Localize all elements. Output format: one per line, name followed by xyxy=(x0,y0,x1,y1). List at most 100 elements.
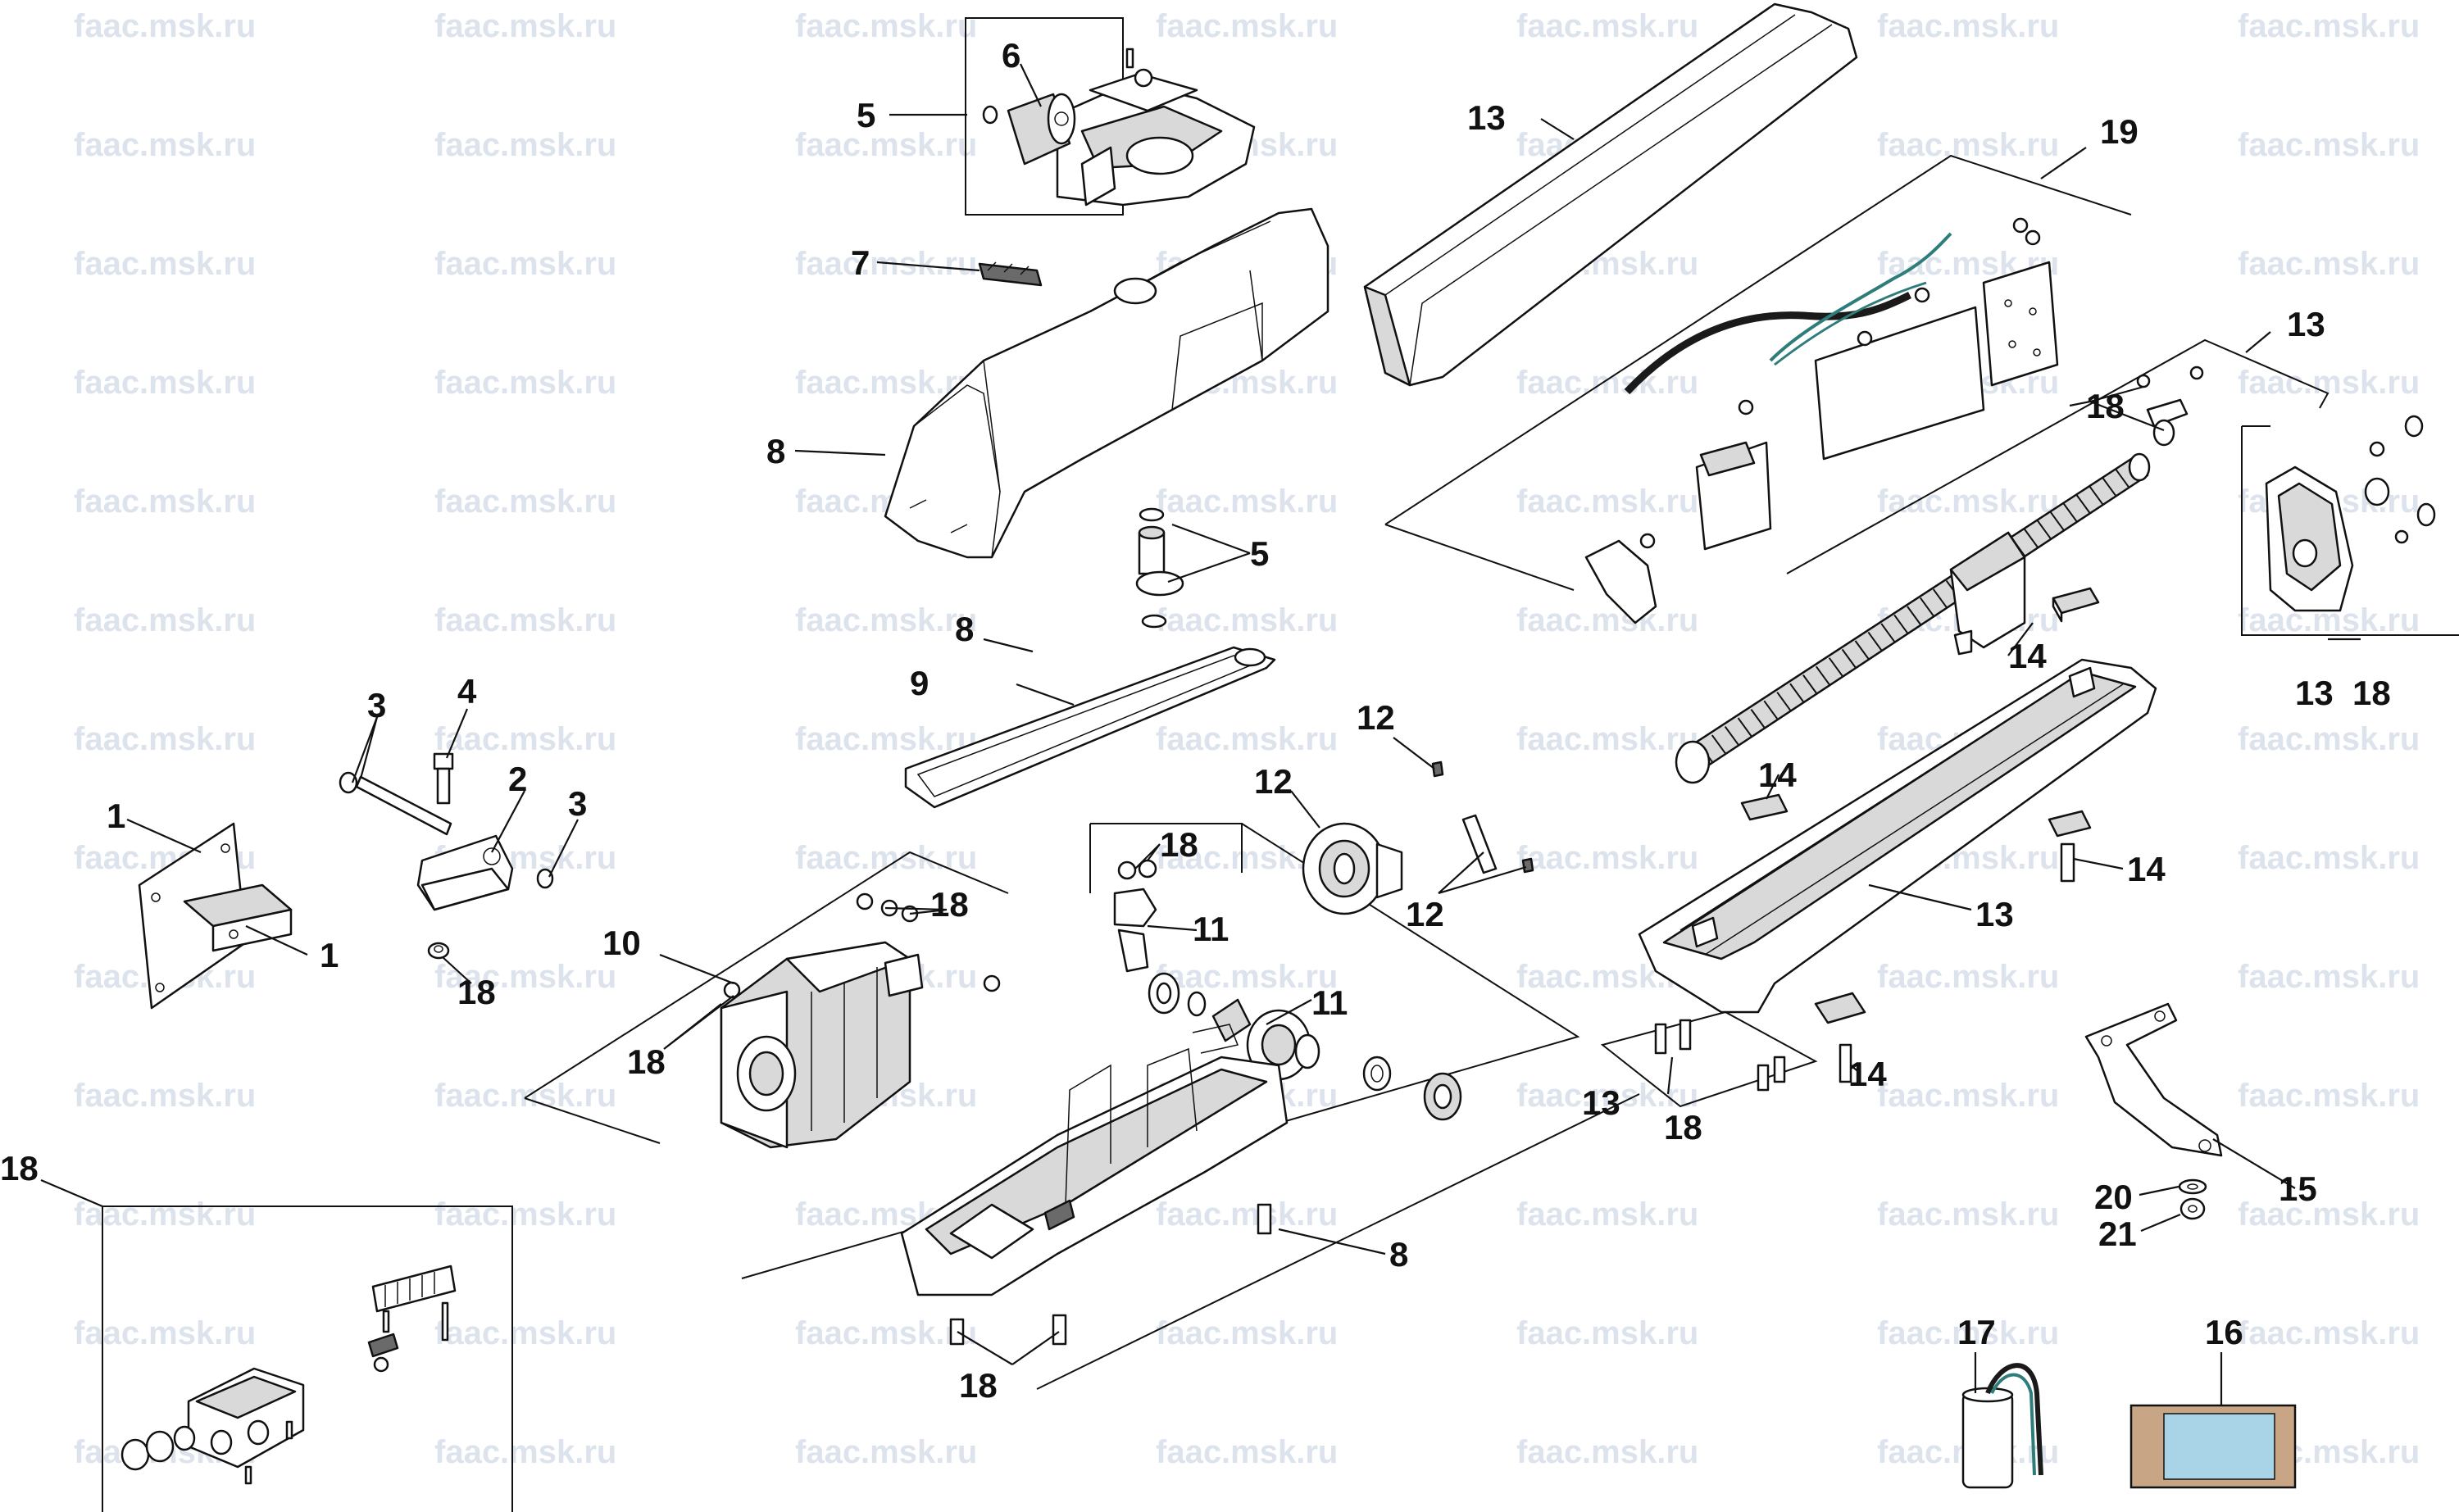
label-2: 2 xyxy=(508,760,527,798)
watermark-text: faac.msk.ru xyxy=(1156,1434,1338,1470)
frame-13-18-right xyxy=(2241,426,2459,636)
label-13-rail: 13 xyxy=(1975,895,2014,933)
leader-lines xyxy=(40,63,2361,1405)
watermark-text: faac.msk.ru xyxy=(434,1078,616,1114)
part-worm-screw-13 xyxy=(1675,366,2204,784)
label-14c: 14 xyxy=(2127,850,2166,888)
label-21: 21 xyxy=(2098,1215,2137,1253)
watermark-text: faac.msk.ru xyxy=(74,1196,256,1233)
watermark-text: faac.msk.ru xyxy=(74,602,256,638)
watermark-text: faac.msk.ru xyxy=(1156,721,1338,757)
watermark-text: faac.msk.ru xyxy=(1516,1078,1698,1114)
label-19: 19 xyxy=(2100,112,2139,151)
part-nut-18a xyxy=(427,942,450,960)
watermark-text: faac.msk.ru xyxy=(1877,8,2059,44)
group-frames xyxy=(102,17,2459,1512)
screw-thread xyxy=(1880,623,1896,642)
part-crown-gear-12 xyxy=(1302,761,1534,915)
watermark-text: faac.msk.ru xyxy=(795,127,977,163)
frame-box-19 xyxy=(1384,154,2132,591)
label-18-screws: 18 xyxy=(930,885,969,924)
label-18-motor: 18 xyxy=(627,1042,666,1081)
watermark-text: faac.msk.ru xyxy=(434,1434,616,1470)
screw-thread xyxy=(2089,485,2104,506)
screw-thread xyxy=(1828,657,1843,677)
watermark-text: faac.msk.ru xyxy=(1877,1078,2059,1114)
part-number-labels: 1 1 2 3 3 4 18 5 6 7 8 5 8 9 10 18 18 18… xyxy=(0,36,2391,1405)
part-electrical-box-18 xyxy=(120,1265,457,1485)
frame-base-8 xyxy=(1036,1093,1640,1390)
watermark-text: faac.msk.ru xyxy=(1877,1196,2059,1233)
part-chassis-rail-13 xyxy=(1638,658,2157,1014)
part-motor-10 xyxy=(720,941,924,1149)
watermark-text: faac.msk.ru xyxy=(434,484,616,520)
part-arm-15 xyxy=(2084,1002,2223,1157)
label-18-screw: 18 xyxy=(2086,387,2125,425)
part-gasket-9 xyxy=(904,614,1276,809)
watermark-text: faac.msk.ru xyxy=(795,246,977,282)
watermark-text: faac.msk.ru xyxy=(1156,602,1338,638)
part-release-lock-5-6 xyxy=(982,48,1256,207)
frame-motor-10 xyxy=(524,851,1009,1144)
label-1a: 1 xyxy=(107,797,125,835)
watermark-text: faac.msk.ru xyxy=(2238,1315,2420,1351)
part-bearings xyxy=(1362,1056,1462,1121)
screw-thread xyxy=(1867,631,1883,652)
screw-thread xyxy=(1854,640,1870,660)
frame-electrical-18 xyxy=(102,1206,513,1512)
watermark-text: faac.msk.ru xyxy=(74,8,256,44)
watermark-text: faac.msk.ru xyxy=(1877,484,2059,520)
screw-thread xyxy=(1920,597,1934,617)
part-pads-14 xyxy=(1740,587,2100,1083)
screw-thread xyxy=(1802,674,1817,694)
watermark-text: faac.msk.ru xyxy=(2238,8,2420,44)
part-screws-13-18-lower xyxy=(1654,1019,1786,1092)
watermark-text: faac.msk.ru xyxy=(1516,602,1698,638)
label-9: 9 xyxy=(910,664,929,702)
watermark-text: faac.msk.ru xyxy=(1516,484,1698,520)
part-cover-profile-13 xyxy=(1363,2,1858,387)
watermark-text: faac.msk.ru xyxy=(795,1434,977,1470)
screw-thread xyxy=(1737,717,1752,737)
watermark-text: faac.msk.ru xyxy=(2238,1196,2420,1233)
part-pin-3 xyxy=(339,771,554,889)
watermark-text: faac.msk.ru xyxy=(74,721,256,757)
label-18-lower: 18 xyxy=(1664,1108,1702,1146)
part-bracket-1 xyxy=(138,822,293,1010)
label-15: 15 xyxy=(2279,1169,2317,1208)
part-foam-16 xyxy=(2129,1404,2297,1489)
part-bolt-4 xyxy=(433,752,454,805)
watermark-text: faac.msk.ru xyxy=(434,127,616,163)
screw-thread xyxy=(1763,700,1779,720)
part-nut-cap-13-18 xyxy=(2265,415,2436,612)
watermark-text: faac.msk.ru xyxy=(795,1315,977,1351)
part-cover-8 xyxy=(884,207,1329,559)
label-18-cap: 18 xyxy=(2352,674,2391,712)
screw-thread xyxy=(1789,683,1804,702)
watermark-text: faac.msk.ru xyxy=(2238,959,2420,995)
watermark-text: faac.msk.ru xyxy=(1516,721,1698,757)
watermark-text: faac.msk.ru xyxy=(1877,959,2059,995)
label-5a: 5 xyxy=(857,96,875,134)
label-7: 7 xyxy=(851,243,870,282)
watermark-text: faac.msk.ru xyxy=(74,365,256,401)
watermark-text: faac.msk.ru xyxy=(434,1315,616,1351)
label-10: 10 xyxy=(602,924,641,962)
watermark-text: faac.msk.ru xyxy=(795,840,977,876)
label-12b: 12 xyxy=(1254,762,1293,801)
label-5b: 5 xyxy=(1250,534,1269,573)
label-18-base: 18 xyxy=(959,1366,998,1405)
watermark-text: faac.msk.ru xyxy=(2238,840,2420,876)
label-1b: 1 xyxy=(320,936,339,974)
watermark-text: faac.msk.ru xyxy=(795,602,977,638)
watermark-text: faac.msk.ru xyxy=(434,8,616,44)
watermark-text: faac.msk.ru xyxy=(1516,365,1698,401)
screw-thread xyxy=(2024,529,2039,548)
label-3a: 3 xyxy=(367,686,386,724)
watermark-text: faac.msk.ru xyxy=(795,8,977,44)
screw-thread xyxy=(2102,477,2117,497)
part-wiring-19 xyxy=(1584,217,2059,624)
watermark-text: faac.msk.ru xyxy=(1156,959,1338,995)
watermark-text: faac.msk.ru xyxy=(1516,1434,1698,1470)
